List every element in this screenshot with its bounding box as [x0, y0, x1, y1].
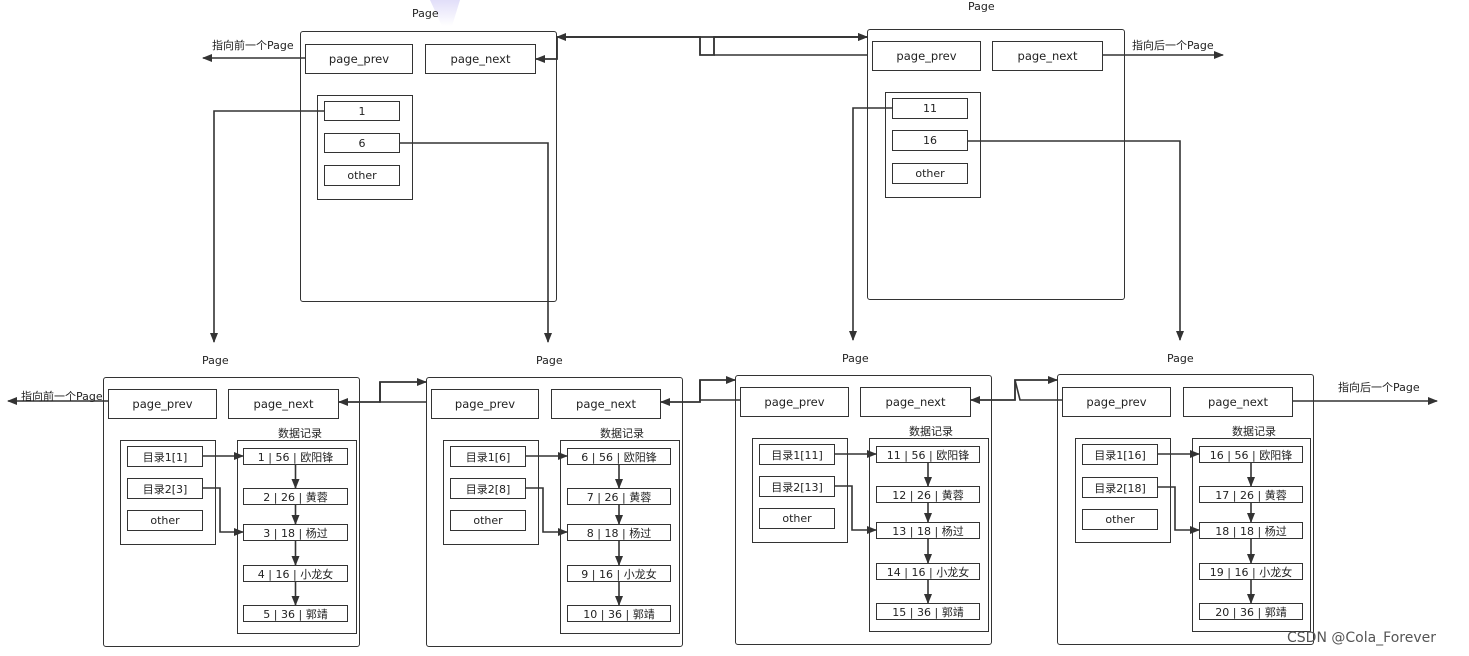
leaf-prev-pointer-label: 指向前一个Page — [21, 390, 103, 403]
top-page-1-title: Page — [412, 7, 439, 20]
top-page-2 — [867, 29, 1125, 300]
leaf-page-2-record-5: 10 | 36 | 郭靖 — [567, 605, 671, 622]
leaf-page-2-next: page_next — [551, 389, 661, 419]
top-page-2-prev: page_prev — [872, 41, 981, 71]
leaf-page-2-prev: page_prev — [431, 389, 539, 419]
leaf-page-2-dir-2: 目录2[8] — [450, 478, 526, 499]
leaf-page-1-prev: page_prev — [108, 389, 217, 419]
leaf-page-3 — [735, 375, 992, 645]
leaf-page-1-record-5: 5 | 36 | 郭靖 — [243, 605, 348, 622]
leaf-page-1-record-1: 1 | 56 | 欧阳锋 — [243, 448, 348, 465]
watermark: CSDN @Cola_Forever — [1287, 630, 1437, 646]
leaf-page-4-title: Page — [1167, 352, 1194, 365]
leaf-page-2-record-3: 8 | 18 | 杨过 — [567, 524, 671, 541]
index-16-to-leaf-4 — [968, 140, 1184, 341]
leaf-page-3-records-label: 数据记录 — [909, 425, 953, 438]
leaf-page-3-record-5: 15 | 36 | 郭靖 — [876, 603, 980, 620]
leaf-page-1-record-4: 4 | 16 | 小龙女 — [243, 565, 348, 582]
top-sibling-link-b-back — [556, 33, 867, 56]
top-page-1-other: other — [324, 165, 400, 186]
leaf-page-1-title: Page — [202, 354, 229, 367]
top-page-1-key-2: 6 — [324, 133, 400, 153]
leaf-page-2-title: Page — [536, 354, 563, 367]
top-page-2-title: Page — [968, 0, 995, 13]
leaf-page-4-record-3: 18 | 18 | 杨过 — [1199, 522, 1303, 539]
leaf-page-3-prev: page_prev — [740, 387, 849, 417]
leaf-page-1-dir-2: 目录2[3] — [127, 478, 203, 499]
leaf-page-4-dir-1: 目录1[16] — [1082, 444, 1158, 465]
leaf-page-1-records-label: 数据记录 — [278, 427, 322, 440]
leaf-page-4-records — [1192, 438, 1311, 632]
top-page-2-index — [885, 92, 981, 198]
leaf-page-2-record-4: 9 | 16 | 小龙女 — [567, 565, 671, 582]
leaf-page-2-records-label: 数据记录 — [600, 427, 644, 440]
leaf-page-4-dir-2: 目录2[18] — [1082, 477, 1158, 498]
leaf-page-3-title: Page — [842, 352, 869, 365]
leaf-page-2-other: other — [450, 510, 526, 531]
leaf-page-2-record-1: 6 | 56 | 欧阳锋 — [567, 448, 671, 465]
selection-highlight — [430, 0, 460, 26]
top-prev-pointer-label: 指向前一个Page — [212, 39, 294, 52]
leaf-page-3-dir-1: 目录1[11] — [759, 444, 835, 465]
leaf-3-4-link-aux — [1014, 379, 1062, 401]
leaf-page-3-record-1: 11 | 56 | 欧阳锋 — [876, 446, 980, 463]
index-6-to-leaf-2 — [400, 142, 552, 343]
top-sibling-link-a-back — [535, 36, 867, 63]
leaf-page-4-next: page_next — [1183, 387, 1293, 417]
leaf-page-3-records — [869, 438, 989, 632]
top-page-2-key-1: 11 — [892, 98, 968, 119]
leaf-page-1-dir-1: 目录1[1] — [127, 446, 203, 467]
leaf-4-dir-2-arrow — [1158, 486, 1200, 534]
leaf-page-1-record-2: 2 | 26 | 黄蓉 — [243, 488, 348, 505]
leaf-page-2-dir-1: 目录1[6] — [450, 446, 526, 467]
index-11-to-leaf-3 — [849, 107, 892, 341]
leaf-2-3-link-aux — [699, 380, 740, 401]
top-page-2-key-2: 16 — [892, 130, 968, 151]
leaf-1-2-link-aux — [379, 382, 426, 403]
leaf-page-2-directory — [443, 440, 539, 545]
leaf-page-4-record-2: 17 | 26 | 黄蓉 — [1199, 486, 1303, 503]
top-sibling-link-b — [557, 33, 868, 56]
leaf-2-dir-2-arrow — [526, 487, 568, 536]
top-page-1 — [300, 31, 557, 302]
leaf-page-4-record-1: 16 | 56 | 欧阳锋 — [1199, 446, 1303, 463]
leaf-page-4-record-5: 20 | 36 | 郭靖 — [1199, 603, 1303, 620]
index-1-to-leaf-1 — [210, 110, 324, 343]
leaf-page-1-next: page_next — [228, 389, 339, 419]
leaf-3-4-link-back — [970, 379, 1057, 404]
leaf-page-2-records — [560, 440, 680, 634]
leaf-3-dir-2-arrow — [835, 485, 877, 534]
leaf-page-4-prev: page_prev — [1062, 387, 1171, 417]
leaf-page-1-other: other — [127, 510, 203, 531]
leaf-page-1-record-3: 3 | 18 | 杨过 — [243, 524, 348, 541]
leaf-page-4-directory — [1075, 438, 1171, 543]
leaf-page-4-records-label: 数据记录 — [1232, 425, 1276, 438]
leaf-1-dir-2-arrow — [203, 487, 244, 536]
leaf-page-1 — [103, 377, 360, 647]
leaf-page-3-other: other — [759, 508, 835, 529]
top-page-1-prev: page_prev — [305, 44, 413, 74]
top-page-1-index — [317, 95, 413, 200]
leaf-page-1-records — [237, 440, 357, 634]
leaf-page-2 — [426, 377, 683, 647]
top-page-2-next: page_next — [992, 41, 1103, 71]
leaf-page-2-record-2: 7 | 26 | 黄蓉 — [567, 488, 671, 505]
leaf-page-3-record-3: 13 | 18 | 杨过 — [876, 522, 980, 539]
leaf-page-4 — [1057, 374, 1314, 645]
leaf-page-3-directory — [752, 438, 848, 543]
leaf-page-4-other: other — [1082, 509, 1158, 530]
top-page-1-key-1: 1 — [324, 101, 400, 121]
leaf-page-4-record-4: 19 | 16 | 小龙女 — [1199, 563, 1303, 580]
leaf-page-3-record-2: 12 | 26 | 黄蓉 — [876, 486, 980, 503]
leaf-page-3-next: page_next — [860, 387, 971, 417]
top-page-2-other: other — [892, 163, 968, 184]
leaf-next-pointer-label: 指向后一个Page — [1338, 381, 1420, 394]
leaf-page-3-record-4: 14 | 16 | 小龙女 — [876, 563, 980, 580]
leaf-page-1-directory — [120, 440, 216, 545]
leaf-page-3-dir-2: 目录2[13] — [759, 476, 835, 497]
top-page-1-next: page_next — [425, 44, 536, 74]
top-next-pointer-label: 指向后一个Page — [1132, 39, 1214, 52]
